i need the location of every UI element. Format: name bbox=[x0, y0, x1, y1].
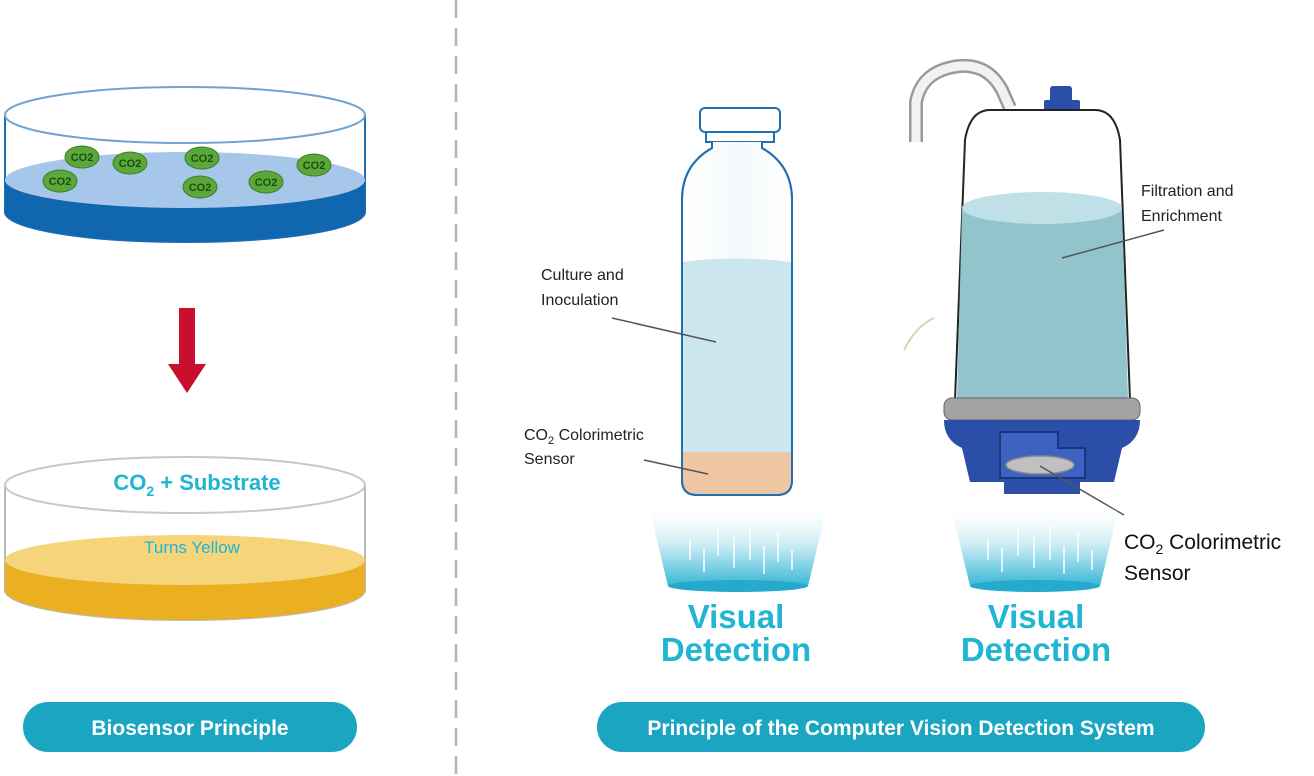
computer-vision-principle-label: Principle of the Computer Vision Detecti… bbox=[647, 717, 1154, 740]
computer-vision-principle-pill: Principle of the Computer Vision Detecti… bbox=[597, 702, 1205, 752]
visual-detection-right-line1: Visual bbox=[988, 598, 1085, 635]
visual-detection-left-line2: Detection bbox=[661, 631, 811, 668]
molecule-label: CO2 bbox=[119, 158, 142, 170]
molecule-label: CO2 bbox=[49, 176, 72, 188]
molecule-label: CO2 bbox=[191, 153, 214, 165]
reaction-label: CO2 + Substrate bbox=[113, 470, 280, 499]
molecule-label: CO2 bbox=[255, 177, 278, 189]
petri-dish-yellow bbox=[4, 456, 366, 621]
filtration-callout-line bbox=[1061, 229, 1165, 259]
co2-molecule: CO2 bbox=[182, 175, 218, 199]
molecule-label: CO2 bbox=[303, 160, 326, 172]
sensor-subscript: 2 bbox=[1156, 541, 1164, 557]
sensor-suffix: Colorimetric bbox=[554, 427, 644, 444]
co2-molecule: CO2 bbox=[296, 153, 332, 177]
co2-molecule: CO2 bbox=[42, 169, 78, 193]
reaction-suffix: + Substrate bbox=[154, 470, 281, 495]
bottle-sensor-label-line2: Sensor bbox=[524, 451, 575, 468]
sensor-callout-line bbox=[643, 459, 709, 475]
culture-label-line1: Culture and bbox=[541, 267, 624, 284]
turns-yellow-label: Turns Yellow bbox=[144, 538, 240, 557]
reaction-prefix: CO bbox=[113, 470, 146, 495]
molecule-label: CO2 bbox=[71, 152, 94, 164]
culture-bottle bbox=[681, 107, 793, 496]
visual-detection-right-line2: Detection bbox=[961, 631, 1111, 668]
detection-light-right bbox=[950, 503, 1120, 592]
reaction-subscript: 2 bbox=[146, 483, 154, 499]
co2-molecule: CO2 bbox=[64, 145, 100, 169]
filtration-label-line2: Enrichment bbox=[1141, 208, 1222, 225]
petri-dish-co2 bbox=[4, 86, 366, 243]
bottle-sensor-label-line1: CO2 Colorimetric bbox=[524, 427, 644, 447]
biosensor-principle-pill: Biosensor Principle bbox=[23, 702, 357, 752]
sensor-prefix: CO bbox=[1124, 531, 1156, 554]
sensor-prefix: CO bbox=[524, 427, 548, 444]
sensor-suffix: Colorimetric bbox=[1163, 531, 1281, 554]
sensor-subscript: 2 bbox=[548, 435, 554, 447]
filtration-device bbox=[909, 58, 1141, 494]
culture-callout-line bbox=[611, 317, 717, 343]
biosensor-principle-label: Biosensor Principle bbox=[91, 717, 288, 740]
molecule-label: CO2 bbox=[189, 182, 212, 194]
reflection-line bbox=[903, 317, 935, 351]
visual-detection-left-line1: Visual bbox=[688, 598, 785, 635]
culture-label-line2: Inoculation bbox=[541, 292, 618, 309]
device-sensor-label-line1: CO2 Colorimetric bbox=[1124, 531, 1281, 557]
device-sensor-label-line2: Sensor bbox=[1124, 562, 1191, 585]
filtration-label-line1: Filtration and bbox=[1141, 183, 1234, 200]
arrow-down-icon bbox=[168, 308, 206, 393]
detection-light-left bbox=[648, 503, 828, 592]
co2-molecule: CO2 bbox=[184, 146, 220, 170]
co2-molecule: CO2 bbox=[112, 151, 148, 175]
co2-molecule: CO2 bbox=[248, 170, 284, 194]
